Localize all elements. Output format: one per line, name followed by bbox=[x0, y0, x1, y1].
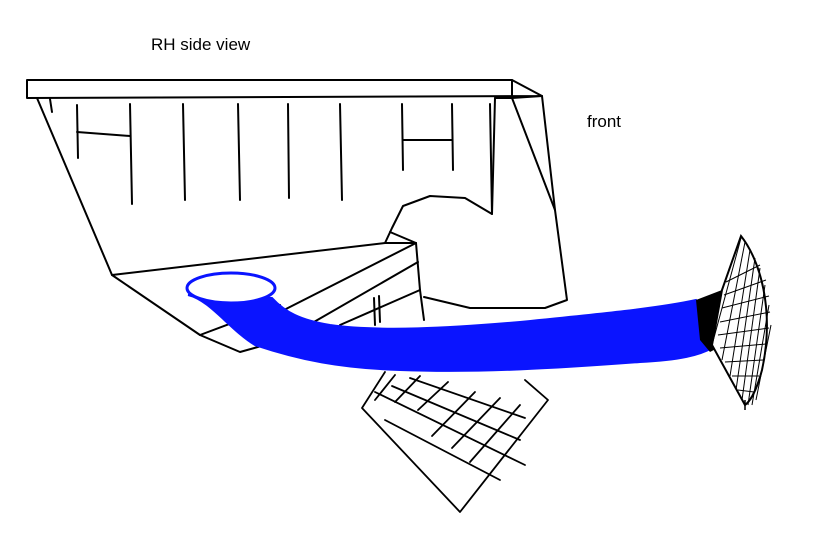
housing-ribs bbox=[49, 98, 493, 215]
view-title-label: RH side view bbox=[151, 35, 251, 54]
front-direction-label: front bbox=[587, 112, 622, 131]
lower-bracket bbox=[111, 231, 425, 353]
housing-body bbox=[36, 95, 568, 309]
housing-top-flange bbox=[26, 79, 543, 99]
lower-grille bbox=[361, 371, 549, 513]
intake-pipe bbox=[185, 271, 713, 372]
cone-filter bbox=[710, 233, 772, 410]
